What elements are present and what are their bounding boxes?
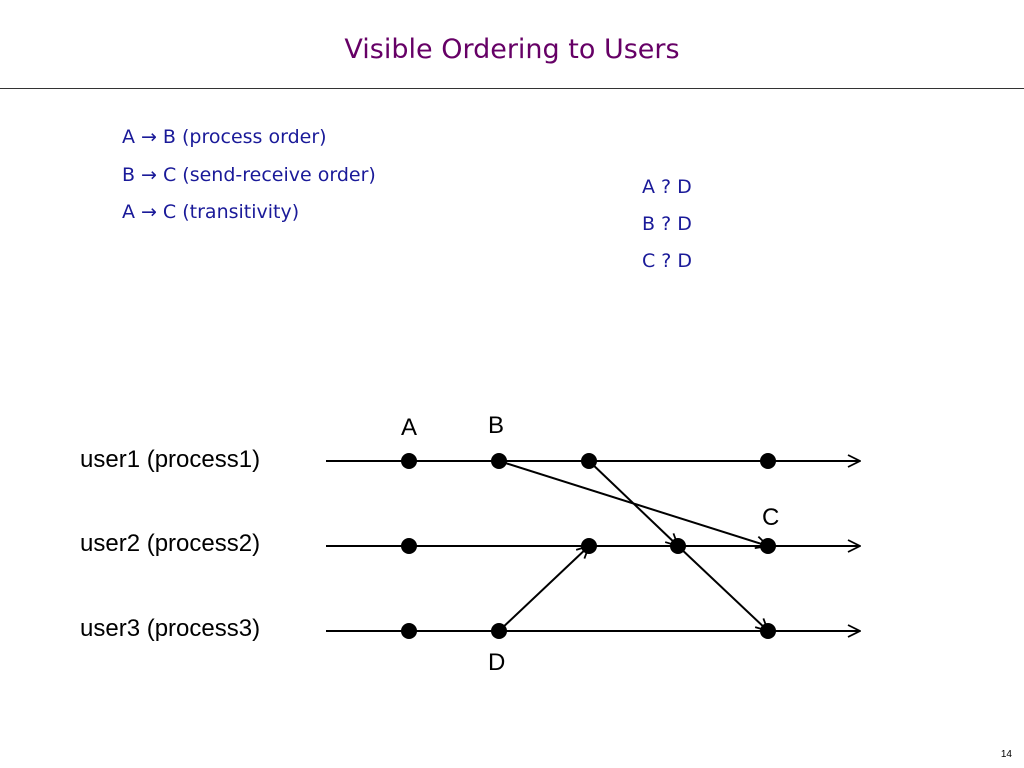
message-user1-to-user2	[588, 460, 678, 546]
process-label-user3: user3 (process3)	[80, 615, 261, 642]
question-a-d: A ? D	[642, 176, 692, 198]
title-divider	[0, 88, 1024, 89]
question-b-d: B ? D	[642, 213, 692, 235]
rule-to: C	[162, 164, 177, 186]
event-user2-2	[581, 538, 597, 554]
rule-transitivity: A →C (transitivity)	[122, 201, 299, 223]
event-label-b: B	[488, 412, 504, 439]
message-d-to-user2	[498, 546, 589, 632]
rule-send-receive-order: B→C (send-receive order)	[122, 164, 376, 186]
right-arrow-icon: →	[141, 164, 157, 186]
rule-from: A	[122, 201, 135, 223]
event-label-a: A	[401, 414, 417, 441]
event-c	[760, 538, 776, 554]
process-label-user2: user2 (process2)	[80, 530, 261, 557]
event-user2-1	[401, 538, 417, 554]
rule-from: B	[122, 164, 136, 186]
rule-from: A	[122, 126, 135, 148]
right-arrow-icon: →	[141, 126, 157, 148]
rule-note: (send-receive order)	[182, 164, 376, 186]
event-label-d: D	[488, 649, 505, 676]
event-user2-3	[670, 538, 686, 554]
rule-note: (transitivity)	[182, 201, 300, 223]
process-label-user1: user1 (process1)	[80, 446, 261, 473]
slide-title: Visible Ordering to Users	[344, 34, 680, 65]
page-number: 14	[1000, 749, 1012, 760]
event-user3-1	[401, 623, 417, 639]
event-user1-4	[760, 453, 776, 469]
message-user2-to-user3	[677, 545, 768, 631]
rule-process-order: A →B (process order)	[122, 126, 327, 148]
event-b	[491, 453, 507, 469]
rule-to: C	[162, 201, 177, 223]
event-d	[491, 623, 507, 639]
rule-note: (process order)	[182, 126, 327, 148]
event-label-c: C	[762, 504, 779, 531]
rule-to: B	[162, 126, 176, 148]
event-user1-3	[581, 453, 597, 469]
right-arrow-icon: →	[141, 201, 157, 223]
question-c-d: C ? D	[642, 250, 693, 272]
event-a	[401, 453, 417, 469]
event-user3-3	[760, 623, 776, 639]
